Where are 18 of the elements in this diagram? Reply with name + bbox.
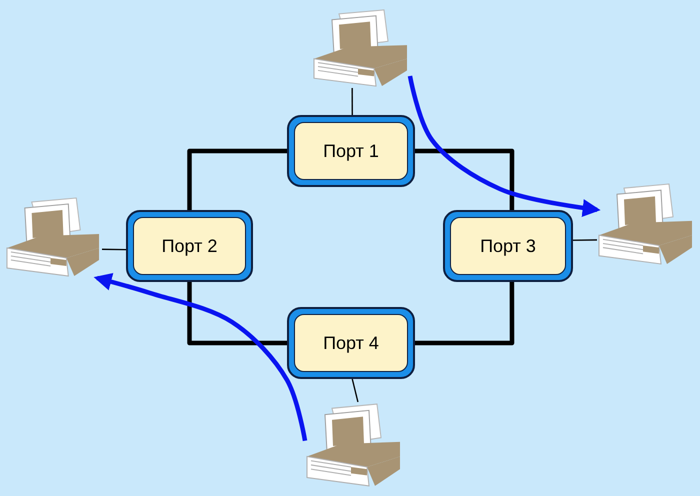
connector-line [352,88,353,115]
port-box [443,210,573,282]
port-box [287,115,415,187]
connector-line [187,148,287,210]
connector-line [573,239,597,241]
connector-line [187,282,287,346]
port-label: Порт 2 [133,217,246,275]
port-label: Порт 3 [450,217,566,275]
arrow [408,76,601,217]
port-label: Порт 1 [294,122,408,180]
port-box [287,307,415,379]
connector-line [415,148,514,210]
connector-line [415,282,514,346]
connector-line [352,378,359,402]
connector-line [102,248,126,250]
port-label: Порт 4 [294,314,408,372]
port-box [126,210,253,282]
arrow [94,272,308,442]
